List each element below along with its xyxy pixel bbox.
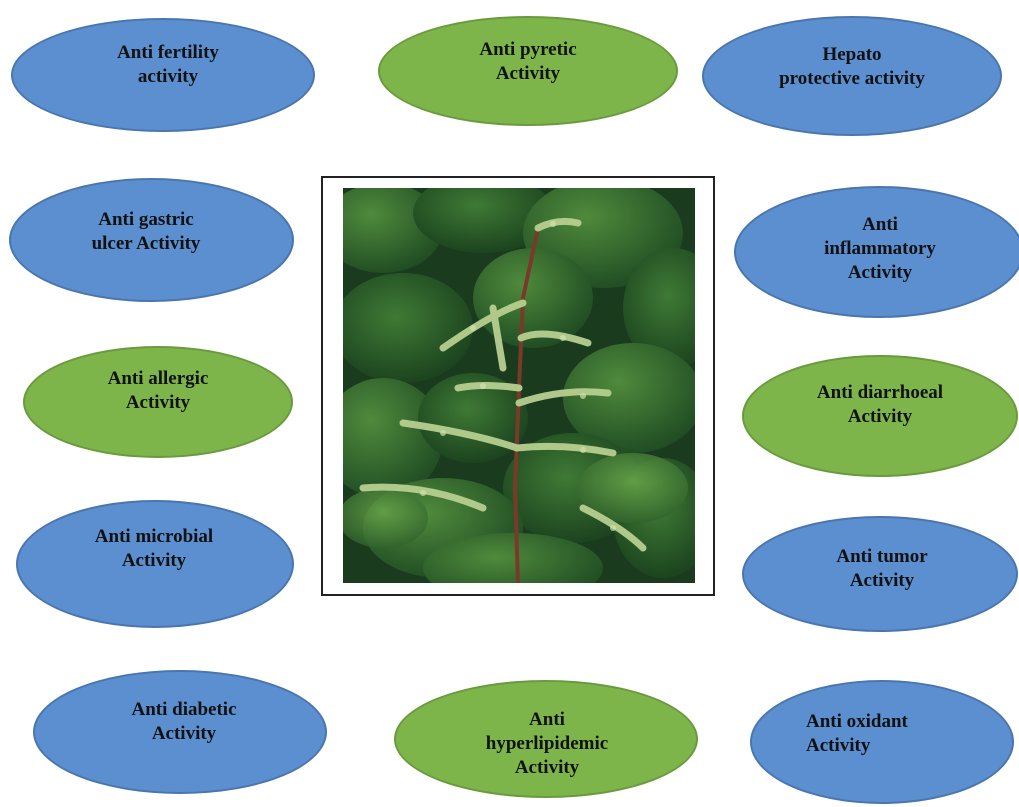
label-anti-allergic: Anti allergic Activity	[88, 367, 228, 415]
label-anti-inflammatory: Anti inflammatory Activity	[805, 213, 955, 285]
label-hepato-protective: Hepato protective activity	[754, 43, 950, 91]
label-anti-tumor: Anti tumor Activity	[812, 545, 952, 593]
label-anti-pyretic: Anti pyretic Activity	[466, 38, 590, 86]
label-anti-oxidant: Anti oxidant Activity	[806, 710, 956, 758]
label-anti-fertility: Anti fertility activity	[108, 41, 228, 89]
label-anti-gastric-ulcer: Anti gastric ulcer Activity	[68, 208, 224, 256]
label-anti-hyperlipidemic: Anti hyperlipidemic Activity	[472, 708, 622, 780]
plant-photo	[343, 188, 695, 583]
label-anti-diabetic: Anti diabetic Activity	[114, 698, 254, 746]
label-anti-diarrhoeal: Anti diarrhoeal Activity	[797, 381, 963, 429]
label-anti-microbial: Anti microbial Activity	[79, 525, 229, 573]
